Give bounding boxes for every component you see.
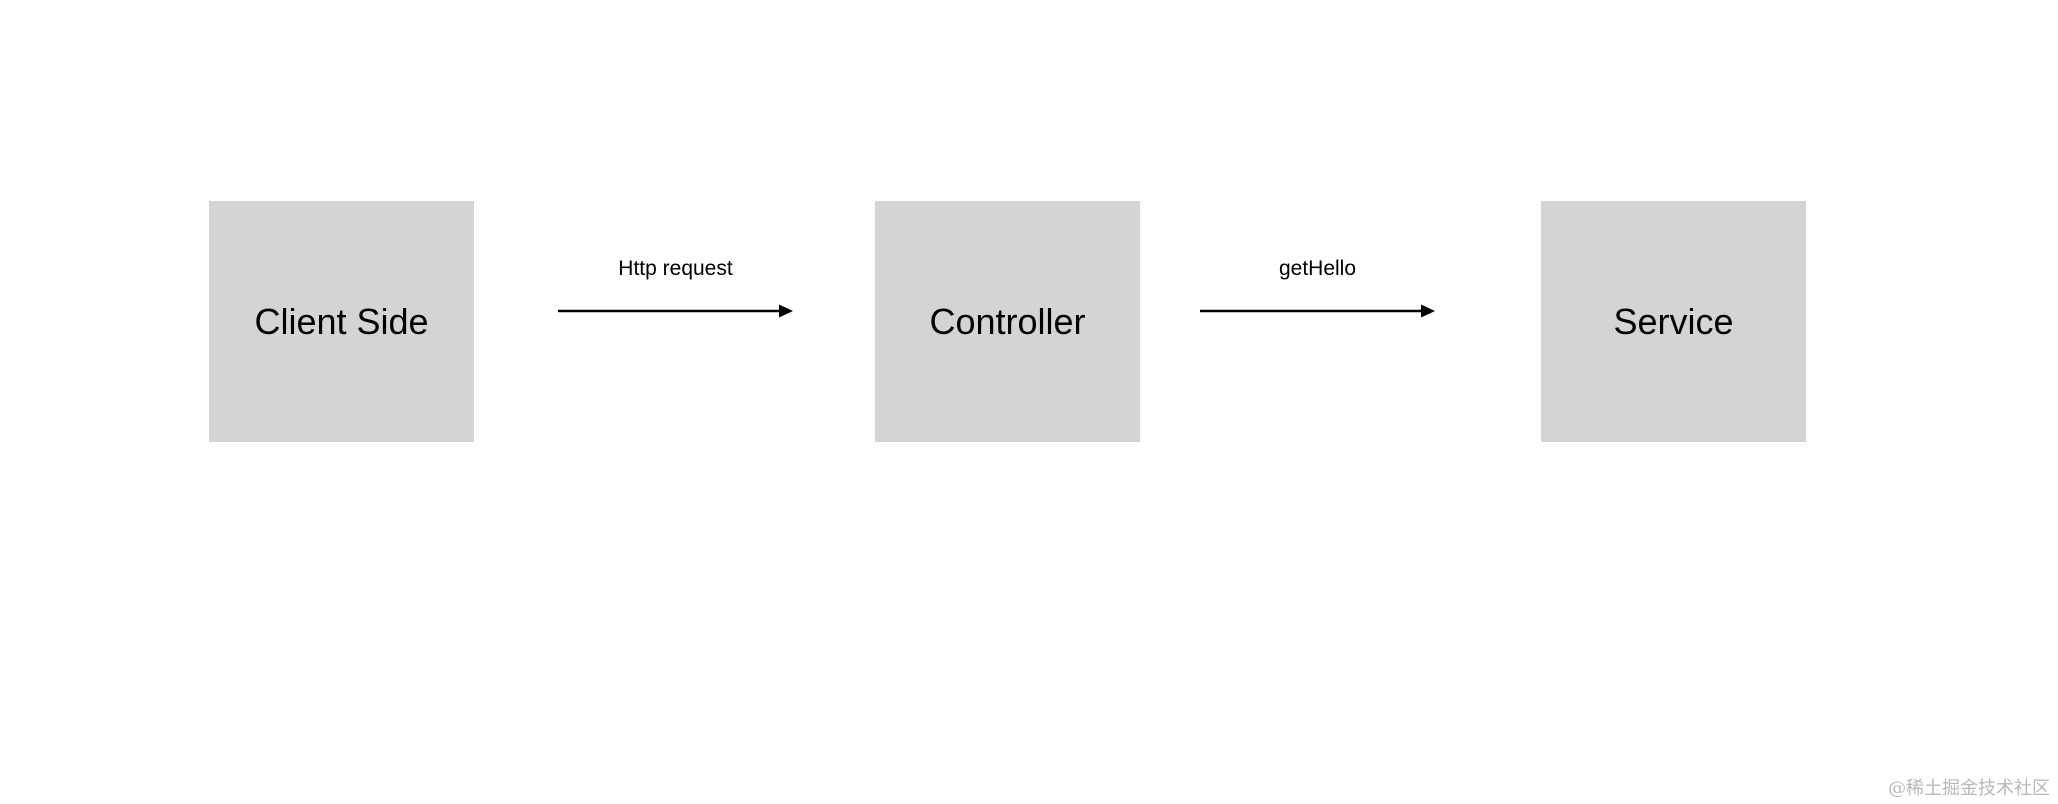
controller-label: Controller bbox=[929, 300, 1086, 342]
http-request-edge: Http request bbox=[558, 255, 793, 335]
gethello-label: getHello bbox=[1278, 257, 1357, 280]
gethello-edge: getHello bbox=[1200, 255, 1435, 335]
watermark: @稀土掘金技术社区 bbox=[1888, 778, 2050, 799]
http-request-arrow-icon bbox=[558, 304, 793, 318]
http-request-label: Http request bbox=[618, 257, 733, 280]
gethello-arrow-icon bbox=[1200, 304, 1435, 318]
client-side-node: Client Side bbox=[209, 201, 474, 442]
controller-node: Controller bbox=[875, 201, 1140, 442]
service-node: Service bbox=[1541, 201, 1806, 442]
client-side-label: Client Side bbox=[254, 300, 429, 342]
service-label: Service bbox=[1613, 300, 1734, 342]
